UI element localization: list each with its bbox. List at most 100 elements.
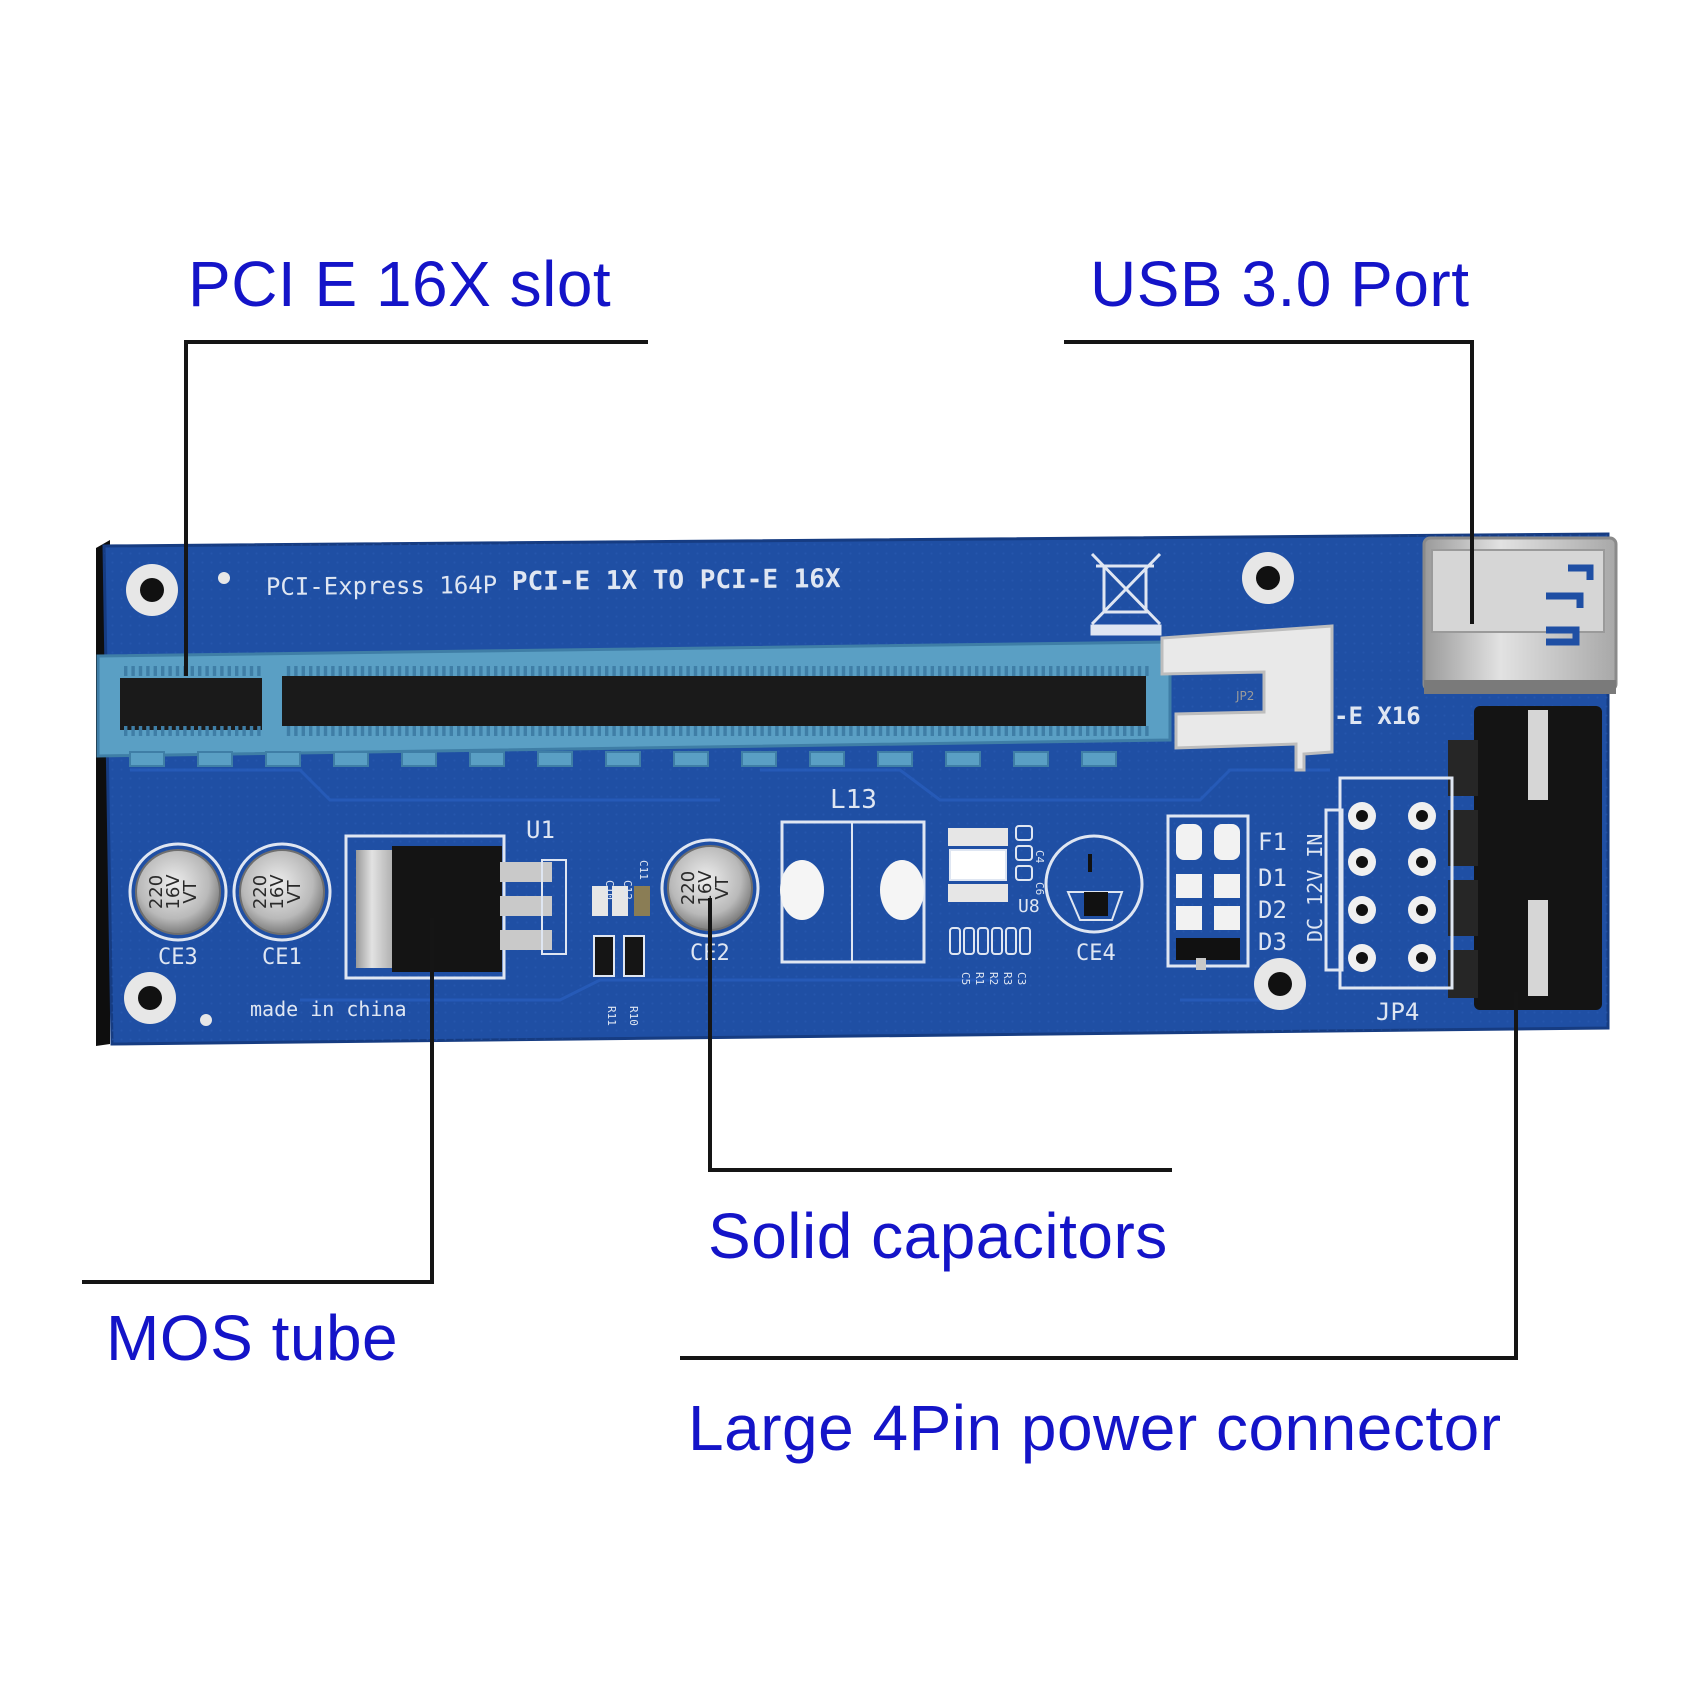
slot-pin: [782, 666, 786, 676]
slot-pin: [1086, 726, 1090, 736]
slot-pin: [1063, 666, 1068, 676]
passive-ref-label: C5: [959, 972, 972, 985]
passive-ref-label: R11: [605, 1006, 618, 1026]
slot-pin: [516, 666, 520, 676]
slot-pin: [198, 726, 202, 736]
capacitor-can: [135, 849, 221, 935]
slot-pin: [797, 726, 801, 736]
slot-pin: [442, 666, 446, 676]
slot-pin: [716, 726, 720, 736]
slot-pin: [989, 726, 994, 736]
u8-label: U8: [1018, 896, 1040, 917]
slot-pin: [605, 666, 609, 676]
slot-pin: [671, 666, 675, 676]
slot-pin: [168, 726, 172, 736]
passive-ref-label: C3: [1015, 972, 1028, 985]
slot-pin: [1019, 726, 1023, 736]
slot-pin: [967, 726, 971, 736]
made-in-label: made in china: [250, 997, 407, 1021]
leader-pcie-slot: [184, 340, 648, 676]
slot-pin: [249, 666, 254, 676]
resistor-pad: [949, 927, 961, 955]
slot-pin: [464, 666, 468, 676]
slot-pin: [871, 726, 875, 736]
slot-pin: [738, 726, 742, 736]
slot-pin: [1012, 726, 1016, 736]
slot-pin: [331, 666, 335, 676]
slot-pin: [257, 666, 261, 676]
jp4-pad-hole: [1356, 856, 1368, 868]
slot-pin: [175, 666, 180, 676]
slot-pin: [397, 666, 402, 676]
slot-pin: [405, 726, 409, 736]
slot-pin: [316, 666, 320, 676]
slot-pin: [945, 666, 949, 676]
slot-pin: [368, 666, 372, 676]
slot-pin: [301, 726, 305, 736]
slot-pin: [1019, 666, 1023, 676]
resistor-pad: [1005, 927, 1017, 955]
slot-pin: [664, 666, 668, 676]
slot-pin: [286, 666, 291, 676]
slot-pin: [175, 726, 180, 736]
slot-pin: [871, 666, 875, 676]
slot-pin: [212, 666, 217, 676]
slot-pin: [227, 666, 231, 676]
slot-pin: [1078, 726, 1082, 736]
slot-pin: [915, 666, 920, 676]
slot-tab: [265, 751, 301, 767]
slot-cavity-short: [120, 678, 262, 730]
slot-pin: [427, 666, 431, 676]
slot-pin: [146, 726, 150, 736]
slot-pin: [619, 666, 624, 676]
slot-pin: [597, 726, 601, 736]
jp4-pad-hole: [1356, 952, 1368, 964]
slot-pin: [804, 726, 809, 736]
slot-pin: [1123, 726, 1127, 736]
slot-pin: [1137, 666, 1142, 676]
slot-pin: [257, 726, 261, 736]
slot-tab: [877, 751, 913, 767]
slot-pin: [383, 726, 387, 736]
slot-pin: [582, 726, 587, 736]
slot-pin: [523, 666, 527, 676]
slot-pin: [693, 666, 698, 676]
slot-pin: [153, 666, 157, 676]
slot-pin: [412, 666, 416, 676]
slot-pin: [827, 666, 831, 676]
slot-pin: [368, 726, 372, 736]
slot-tab: [197, 751, 233, 767]
slot-pin: [1145, 726, 1149, 736]
slot-pin: [938, 666, 942, 676]
slot-pin: [1130, 726, 1134, 736]
slot-pin: [1115, 666, 1119, 676]
mounting-holes: [124, 552, 1306, 1026]
l13-label: L13: [830, 785, 877, 815]
slot-pin: [375, 666, 379, 676]
slot-pin: [642, 666, 646, 676]
passive-ref-label: C11: [637, 860, 650, 880]
passive-ref-label: C12: [621, 880, 634, 900]
slot-pin: [1041, 666, 1045, 676]
slot-pin: [945, 726, 949, 736]
fuse-diode-block: [1166, 814, 1250, 970]
slot-retention-tabs: [129, 751, 1117, 767]
f1-label: F1: [1258, 828, 1287, 856]
slot-pin: [864, 666, 868, 676]
slot-tab: [673, 751, 709, 767]
slot-pin: [560, 666, 564, 676]
slot-pin: [390, 726, 394, 736]
slot-pin: [309, 726, 313, 736]
slot-pin: [804, 666, 809, 676]
slot-tab: [469, 751, 505, 767]
slot-cavity-long: [282, 676, 1146, 726]
slot-pin: [553, 726, 557, 736]
board-header-right: PCI-E 1X TO PCI-E 16X: [512, 564, 841, 597]
slot-pin: [190, 726, 194, 736]
slot-pin: [819, 666, 823, 676]
slot-pin: [1041, 726, 1045, 736]
slot-pin: [975, 666, 979, 676]
